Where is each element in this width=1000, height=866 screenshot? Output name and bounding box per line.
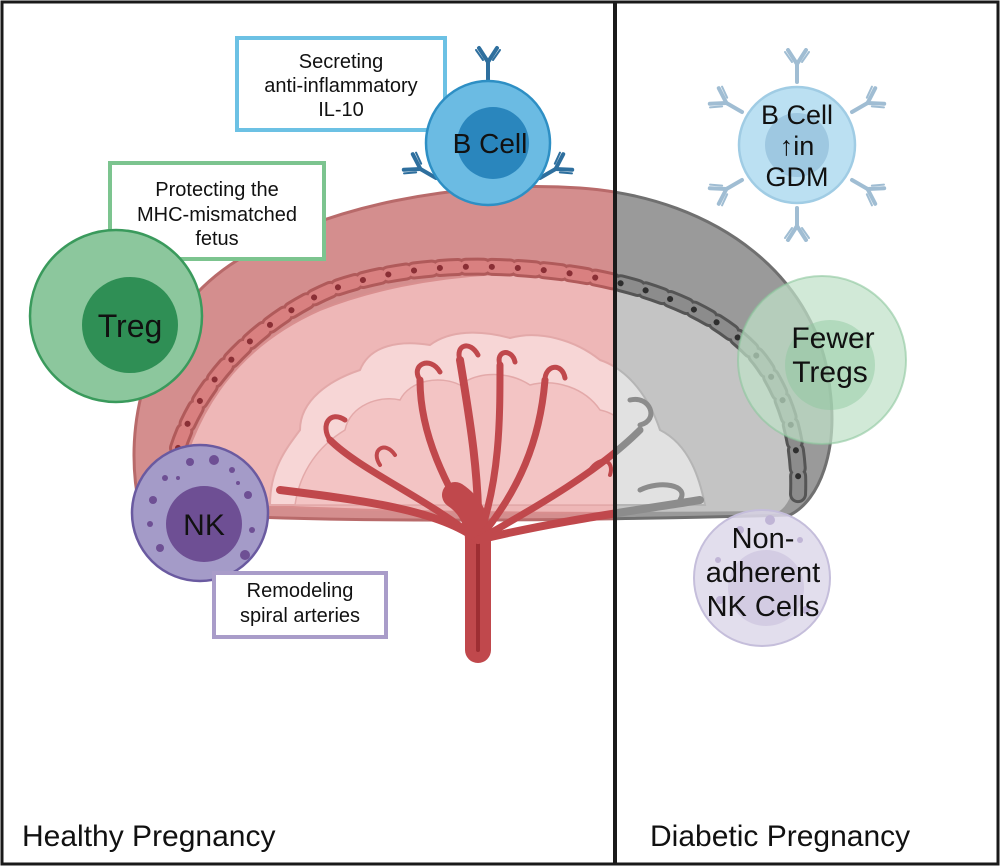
tregs-fewer-line-1: Fewer [791,322,874,355]
bcell-gdm-line-3: GDM [766,162,829,192]
nk-nonadherent-line-1: Non- [732,523,795,555]
bcell-gdm [706,48,888,242]
treg-label: Treg [98,308,163,344]
nk-nonadherent: Non- adherent NK Cells [693,509,831,647]
bcell-callout: Secreting anti-inflammatory IL-10 [235,36,447,132]
bcell-label: B Cell [453,128,528,159]
bcell-callout-line-3: IL-10 [318,99,364,121]
tregs-fewer: Fewer Tregs [737,275,907,445]
treg-cell: Treg [28,228,204,404]
treg-callout: Protecting the MHC-mismatched fetus [108,161,326,261]
bcell-callout-line-2: anti-inflammatory [264,75,417,97]
nk-callout: Remodeling spiral arteries [212,571,388,639]
nk-nonadherent-line-2: adherent [706,557,821,589]
nk-callout-line-2: spiral arteries [240,605,360,627]
treg-callout-line-2: MHC-mismatched [137,204,297,226]
nk-granules [147,455,255,560]
diabetic-panel-title: Diabetic Pregnancy [650,820,910,853]
nk-nonadherent-line-3: NK Cells [707,591,820,623]
nk-label: NK [183,509,225,542]
tregs-fewer-line-2: Tregs [792,356,868,389]
umbilical-vessels [276,343,615,663]
treg-callout-line-1: Protecting the [155,179,278,201]
nk-callout-line-1: Remodeling [247,580,354,602]
treg-callout-line-3: fetus [195,228,238,250]
bcell-callout-line-1: Secreting [299,51,384,73]
nk-cell: NK [130,443,270,583]
bcell-gdm-line-1: B Cell [761,100,833,130]
bcell-gdm-label: B Cell ↑in GDM [761,100,833,192]
placenta-healthy [132,185,615,663]
healthy-panel-title: Healthy Pregnancy [22,820,275,853]
bcell: B Cell [400,46,576,207]
bcell-gdm-line-2: ↑in [780,131,815,161]
decidual-cell-chain [169,257,615,457]
